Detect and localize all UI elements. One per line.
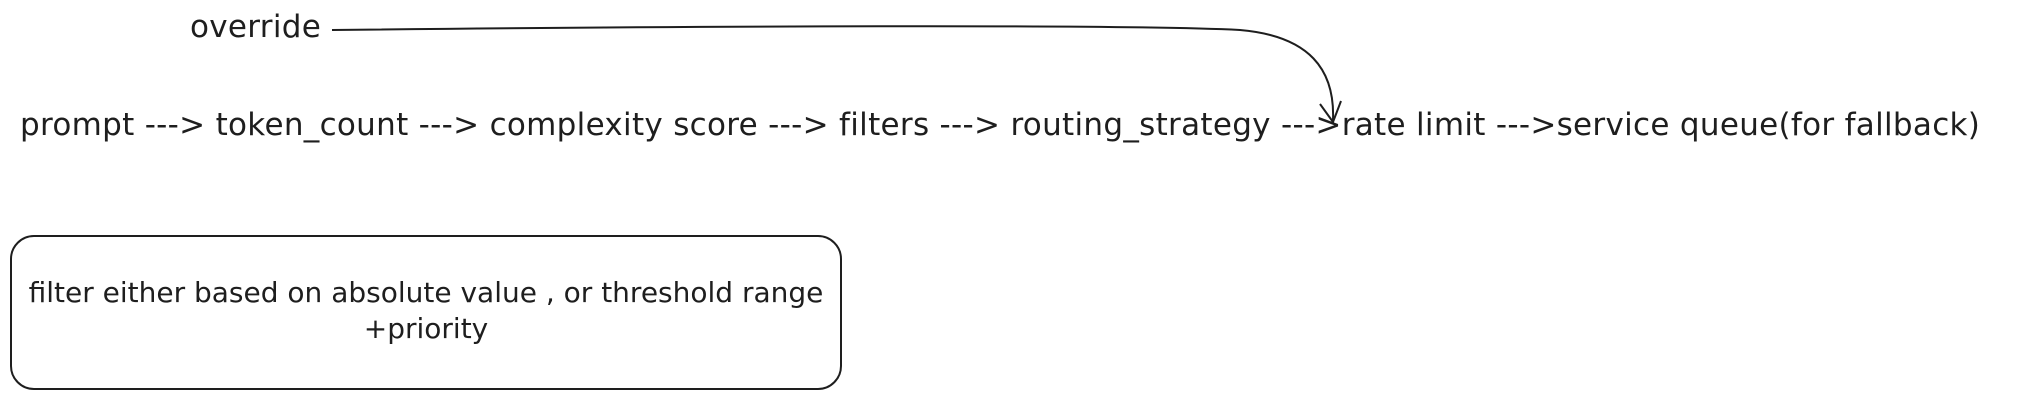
pipeline-flow-text: prompt ---> token_count ---> complexity … (20, 107, 1981, 143)
filter-note-line-2: +priority (363, 312, 489, 345)
override-arrowhead (1319, 100, 1342, 125)
filter-note-box: filter either based on absolute value , … (10, 235, 842, 390)
override-label: override (190, 9, 322, 45)
override-connector-line (331, 25, 1335, 121)
filter-note-line-1: filter either based on absolute value , … (28, 276, 824, 309)
